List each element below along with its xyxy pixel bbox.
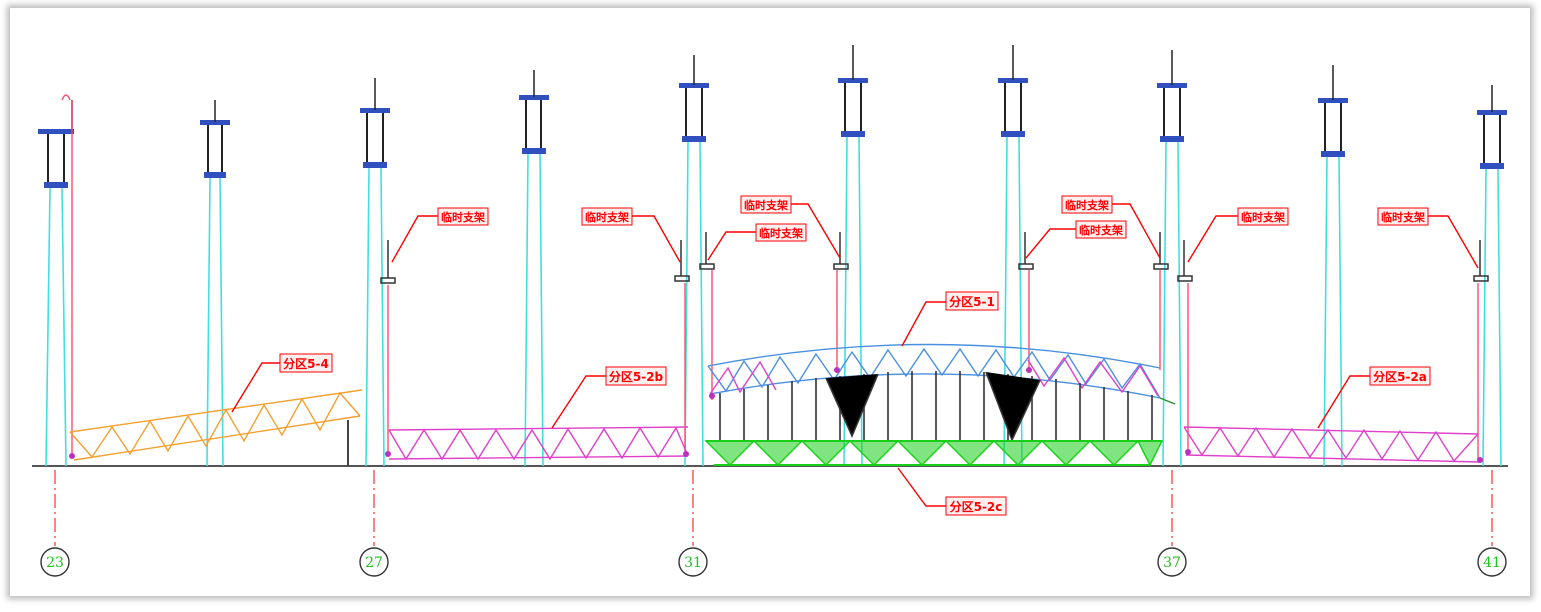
temp-support-bracket: [1177, 240, 1193, 282]
lifting-cables: [45, 136, 1502, 467]
zone-5-1-label: 分区5-1: [949, 294, 995, 309]
temp-support-bracket: [1473, 240, 1489, 282]
temp-support-bracket: [1153, 232, 1169, 270]
axis-label-31: 31: [684, 555, 702, 571]
axis-label-37: 37: [1163, 555, 1181, 571]
slings: [61, 94, 1479, 460]
temp-support-label: 临时支架: [1381, 210, 1425, 224]
structure-elevation-drawing: 临时支架 临时支架 临时支架 临时支架 临时支架 临时支架 临时支架 临时支架 …: [32, 45, 1508, 577]
truss-zone-5-2b: [388, 426, 689, 461]
temp-support-label: 临时支架: [585, 210, 629, 224]
hangers: [719, 371, 1153, 443]
temp-support-label: 临时支架: [759, 226, 803, 240]
temp-support-bracket: [674, 240, 690, 282]
temp-support-bracket: [699, 232, 715, 270]
hoist-tower: [838, 45, 868, 137]
truss-zone-5-4: [69, 389, 363, 466]
hoist-tower: [200, 100, 230, 178]
axis-label-27: 27: [365, 555, 383, 571]
temp-support-label: 临时支架: [1079, 223, 1123, 237]
hoist-tower: [1318, 65, 1348, 157]
temp-support-bracket: [833, 232, 849, 270]
axis-bubbles: [40, 547, 1507, 577]
truss-zone-5-2a: [1183, 426, 1481, 463]
hoist-tower: [519, 70, 549, 154]
temporary-supports: [380, 232, 1489, 284]
truss-zone-5-2c: [704, 439, 1164, 467]
temp-support-label: 临时支架: [1241, 210, 1285, 224]
temp-support-bracket: [380, 240, 396, 284]
truss-5-1-end-braces: [709, 356, 1159, 397]
zone-5-4-label: 分区5-4: [283, 356, 329, 371]
hoist-tower: [38, 100, 74, 188]
hoist-tower: [360, 78, 390, 168]
zone-5-2a-label: 分区5-2a: [1373, 369, 1427, 384]
callout-boxes: [279, 195, 1431, 516]
axis-label-23: 23: [46, 555, 64, 571]
drawing-frame: 临时支架 临时支架 临时支架 临时支架 临时支架 临时支架 临时支架 临时支架 …: [10, 8, 1530, 596]
temp-support-bracket: [1018, 232, 1034, 270]
zone-5-2c-label: 分区5-2c: [950, 499, 1003, 514]
zone-5-2b-label: 分区5-2b: [609, 369, 664, 384]
callout-leaders: [231, 203, 1479, 507]
temp-support-label: 临时支架: [744, 198, 788, 212]
hoist-tower: [679, 55, 709, 142]
temp-support-label: 临时支架: [1065, 198, 1109, 212]
lifting-towers: [38, 45, 1507, 188]
temp-support-label: 临时支架: [441, 210, 485, 224]
support-nodes: [69, 367, 1483, 463]
hoist-tower: [1157, 50, 1187, 142]
hoist-tower: [998, 45, 1028, 137]
axis-label-41: 41: [1483, 555, 1501, 571]
truss-zone-5-1: [707, 343, 1176, 405]
hoist-tower: [1477, 85, 1507, 169]
grid-axis-lines: [54, 470, 1493, 546]
